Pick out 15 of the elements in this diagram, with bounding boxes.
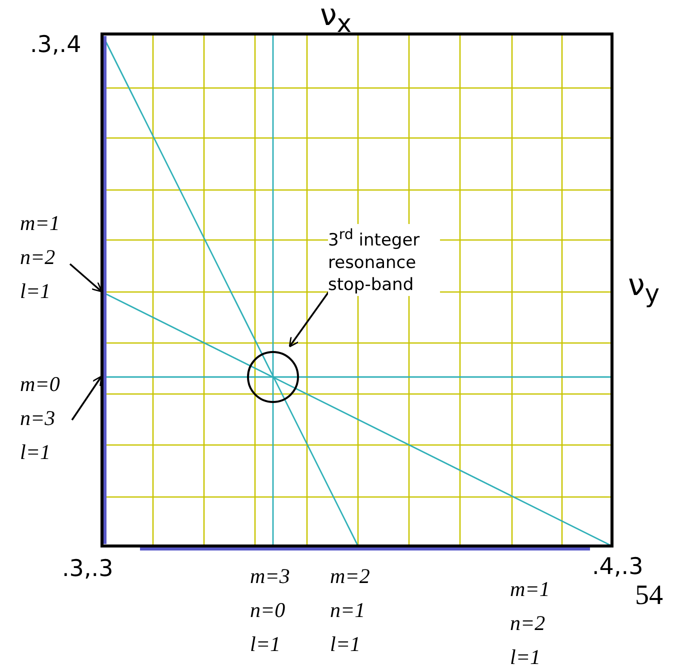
axis-label: ν$_{y}$	[628, 268, 660, 308]
resonance-label: m=3 n=0 l=1	[250, 563, 291, 658]
axis-label: ν$_{x}$	[320, 0, 352, 38]
resonance-label: m=2 n=1 l=1	[330, 563, 371, 658]
resonance-label: m=1 n=2 l=1	[20, 206, 66, 308]
annotation-text: 3$^{rd}$ integer resonance stop-band	[328, 224, 440, 296]
leader-arrow	[69, 263, 102, 292]
corner-value: .3,.3	[62, 556, 114, 582]
stop-band-circle	[247, 351, 299, 403]
leader-arrow	[71, 376, 102, 420]
corner-value: .3,.4	[30, 32, 82, 58]
resonance-label: m=1 n=2 l=1	[510, 576, 551, 666]
resonance-label: m=0 n=3 l=1	[20, 367, 66, 469]
page-number: 54	[635, 580, 663, 612]
corner-value: .4,.3	[592, 554, 644, 580]
